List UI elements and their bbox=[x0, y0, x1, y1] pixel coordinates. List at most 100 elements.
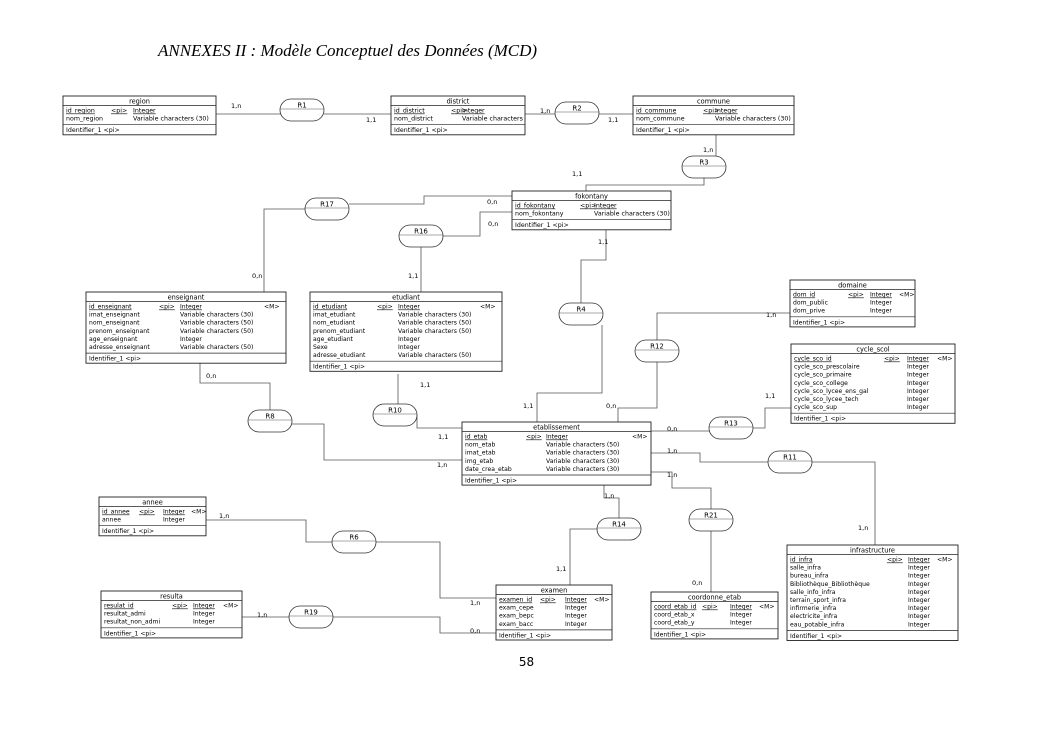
cardinality-label: 1,n bbox=[540, 107, 550, 115]
entity-name: cycle_scol bbox=[856, 345, 889, 353]
cardinality-label: 0,n bbox=[252, 272, 262, 280]
attribute-name: electricite_infra bbox=[790, 613, 838, 620]
attribute-type: Integer bbox=[730, 612, 752, 619]
attribute-key: <pi> bbox=[159, 304, 175, 311]
entity-coordonne-etab[interactable]: coordonne_etabcoord_etab_id<pi>Integer<M… bbox=[650, 591, 779, 640]
attribute-name: Sexe bbox=[313, 344, 328, 351]
cardinality-label: 0,n bbox=[606, 402, 616, 410]
attribute-name: nom_enseignant bbox=[89, 320, 140, 327]
relation-r3[interactable]: R3 bbox=[681, 155, 727, 179]
attribute-name: id_region bbox=[66, 108, 95, 115]
attribute-type: Variable characters (50) bbox=[180, 320, 253, 327]
cardinality-label: 1,1 bbox=[556, 565, 566, 573]
attribute-name: annee bbox=[102, 517, 121, 524]
relation-r12[interactable]: R12 bbox=[634, 339, 680, 363]
attribute-type: Integer bbox=[398, 336, 420, 343]
relation-label: R12 bbox=[650, 343, 664, 351]
relation-r19[interactable]: R19 bbox=[288, 605, 334, 629]
attribute-name: salle_infra bbox=[790, 565, 821, 572]
attribute-type: Integer bbox=[730, 604, 752, 611]
relation-link bbox=[656, 312, 790, 340]
entity-district[interactable]: districtid_district<pi>Integernom_distri… bbox=[390, 95, 526, 136]
entity-enseignant[interactable]: enseignantid_enseignant<pi>Integer<M>ima… bbox=[85, 291, 287, 364]
attribute-type: Variable characters (50) bbox=[180, 328, 253, 335]
relation-link bbox=[199, 363, 271, 410]
attribute-mandatory: <M> bbox=[937, 356, 952, 363]
relation-link bbox=[585, 178, 705, 191]
entity-etablissement[interactable]: etablissementid_etab<pi>Integer<M>nom_et… bbox=[461, 421, 652, 486]
attribute-name: resultat_admi bbox=[104, 611, 146, 618]
entity-infrastructure[interactable]: infrastructureid_infra<pi>Integer<M>sall… bbox=[786, 544, 959, 641]
cardinality-label: 1,1 bbox=[572, 170, 582, 178]
cardinality-label: 0,n bbox=[488, 220, 498, 228]
relation-r4[interactable]: R4 bbox=[558, 302, 604, 326]
attribute-type: Integer bbox=[908, 613, 930, 620]
attribute-type: Integer bbox=[908, 557, 930, 564]
attribute-name: cycle_sco_lycee_ens_gal bbox=[794, 388, 869, 395]
attribute-name: dom_id bbox=[793, 292, 815, 299]
attribute-key: <pi> bbox=[451, 108, 467, 115]
attribute-key: <pi> bbox=[884, 356, 900, 363]
attribute-name: nom_commune bbox=[636, 116, 685, 123]
attribute-name: imat_enseignant bbox=[89, 312, 140, 319]
cardinality-label: 1,1 bbox=[366, 116, 376, 124]
relation-r2[interactable]: R2 bbox=[554, 101, 600, 125]
relation-r14[interactable]: R14 bbox=[596, 517, 642, 541]
relation-r11[interactable]: R11 bbox=[767, 450, 813, 474]
attribute-name: nom_fokontany bbox=[515, 211, 564, 218]
relation-links bbox=[199, 113, 876, 634]
entity-identifier: Identifier_1 <pi> bbox=[654, 631, 706, 638]
attribute-key: <pi> bbox=[111, 108, 127, 115]
cardinality-label: 0,n bbox=[487, 198, 497, 206]
relation-r10[interactable]: R10 bbox=[372, 403, 418, 427]
relation-r13[interactable]: R13 bbox=[708, 416, 754, 440]
entity-etudiant[interactable]: etudiantid_etudiant<pi>Integer<M>imat_et… bbox=[309, 291, 503, 372]
relation-label: R21 bbox=[704, 512, 718, 520]
page-title: ANNEXES II : Modèle Conceptuel des Donné… bbox=[158, 41, 538, 60]
relation-r16[interactable]: R16 bbox=[398, 224, 444, 248]
relation-label: R11 bbox=[783, 454, 797, 462]
relation-r21[interactable]: R21 bbox=[688, 508, 734, 532]
entity-resulta[interactable]: resultaresulat_id<pi>Integer<M>resultat_… bbox=[100, 590, 243, 639]
cardinality-label: 1,1 bbox=[765, 392, 775, 400]
attribute-type: Integer bbox=[730, 620, 752, 627]
attribute-name: exam_cepe bbox=[499, 605, 534, 612]
relation-label: R8 bbox=[265, 413, 274, 421]
entity-name: region bbox=[129, 97, 150, 105]
attribute-type: Variable characters (50) bbox=[398, 352, 471, 359]
attribute-name: resulat_id bbox=[104, 603, 134, 610]
cardinality-label: 1,n bbox=[667, 471, 677, 479]
attribute-type: Integer bbox=[546, 434, 568, 441]
relation-r17[interactable]: R17 bbox=[304, 197, 350, 221]
attribute-name: nom_region bbox=[66, 116, 103, 123]
attribute-type: Integer bbox=[180, 304, 202, 311]
cardinality-label: 0,n bbox=[470, 627, 480, 635]
entity-identifier: Identifier_1 <pi> bbox=[102, 528, 154, 535]
entity-identifier: Identifier_1 <pi> bbox=[465, 478, 517, 485]
attribute-mandatory: <M> bbox=[480, 304, 495, 311]
relation-r6[interactable]: R6 bbox=[331, 530, 377, 554]
relation-r1[interactable]: R1 bbox=[279, 98, 325, 122]
entity-fokontany[interactable]: fokontanyid_fokontany<pi>Integernom_foko… bbox=[511, 190, 672, 231]
attribute-name: cycle_sco_sup bbox=[794, 404, 837, 411]
attribute-type: Integer bbox=[565, 605, 587, 612]
attribute-name: cycle_sco_college bbox=[794, 380, 848, 387]
entity-cycle-scol[interactable]: cycle_scolcycle_sco_id<pi>Integer<M>cycl… bbox=[790, 343, 956, 424]
attribute-type: Integer bbox=[594, 203, 617, 210]
attribute-name: exam_bepc bbox=[499, 613, 534, 620]
relation-link bbox=[292, 423, 462, 461]
attribute-type: Integer bbox=[193, 611, 215, 618]
attribute-name: dom_prive bbox=[793, 308, 825, 315]
attribute-type: Integer bbox=[462, 108, 485, 115]
attribute-key: <pi> bbox=[540, 597, 556, 604]
attribute-name: id_etab bbox=[465, 434, 487, 441]
relation-r8[interactable]: R8 bbox=[247, 409, 293, 433]
relation-link bbox=[443, 211, 512, 237]
attribute-type: Integer bbox=[870, 292, 892, 299]
